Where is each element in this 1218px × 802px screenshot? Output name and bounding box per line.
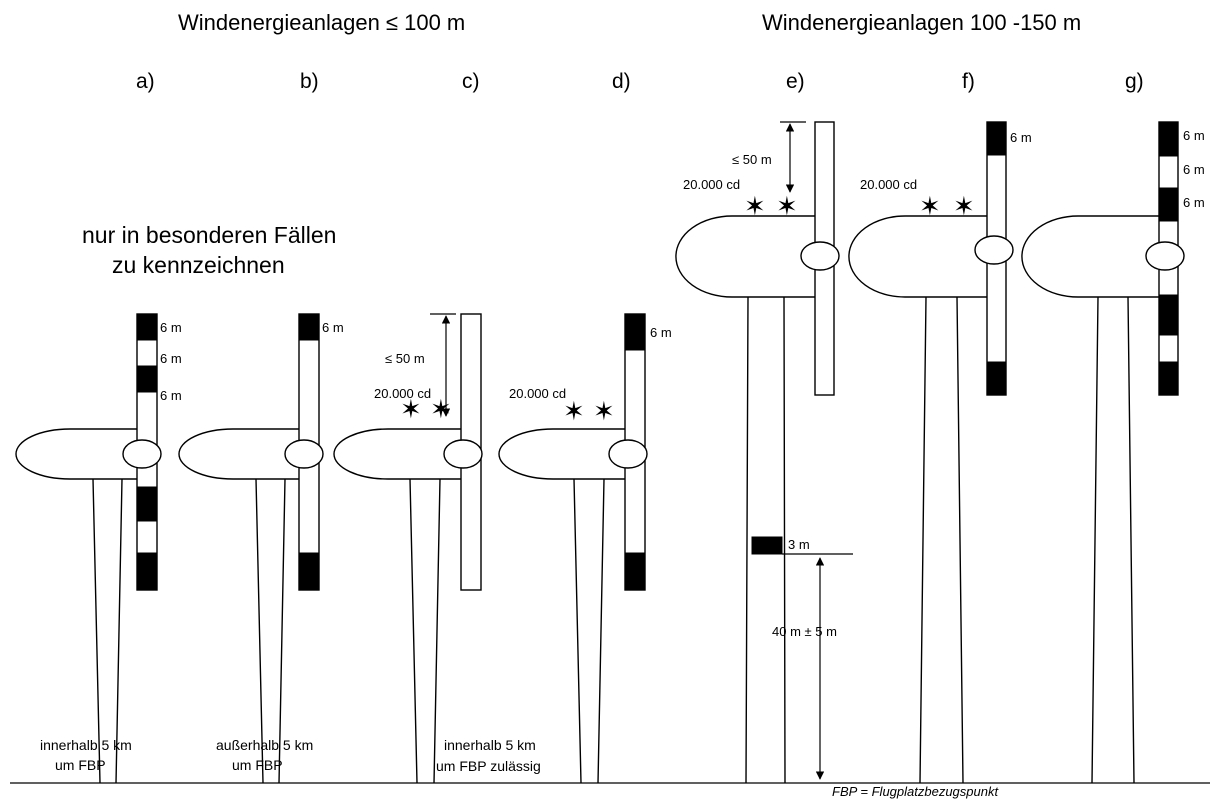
dim-6m: 6 m [160, 388, 182, 403]
dim-6m: 6 m [1010, 130, 1032, 145]
dim-candela: 20.000 cd [509, 386, 566, 401]
hub [608, 439, 648, 469]
footnote: FBP = Flugplatzbezugspunkt [832, 784, 999, 799]
paint-band [136, 486, 158, 522]
dim-candela: 20.000 cd [683, 177, 740, 192]
paint-band [624, 552, 646, 591]
paint-band [986, 361, 1007, 396]
turbine-a: 6 m 6 m 6 m [15, 313, 182, 784]
dim-le50: ≤ 50 m [732, 152, 772, 167]
header-right: Windenergieanlagen 100 -150 m [762, 10, 1081, 35]
turbine-e: 3 m 40 m ± 5 m ✶ ✶ ≤ 50 m 20.000 cd [675, 121, 853, 784]
dim-6m: 6 m [1183, 162, 1205, 177]
turbine-c: ✶ ✶ ≤ 50 m 20.000 cd [333, 313, 483, 784]
turbine-b: 6 m [178, 313, 344, 784]
note-line-1: nur in besonderen Fällen [82, 222, 336, 248]
dim-3m: 3 m [788, 537, 810, 552]
caption-a-line1: innerhalb 5 km [40, 737, 132, 753]
paint-band [624, 313, 646, 351]
hub [974, 235, 1014, 265]
dim-6m: 6 m [650, 325, 672, 340]
paint-band [136, 365, 158, 393]
caption-a-line2: um FBP [55, 757, 106, 773]
obstruction-light-star: ✶ [593, 396, 615, 426]
paint-band [298, 313, 320, 341]
note-line-2: zu kennzeichnen [112, 252, 285, 278]
paint-band [1158, 187, 1179, 222]
caption-b-line1: außerhalb 5 km [216, 737, 313, 753]
hub [1145, 241, 1185, 271]
paint-band [298, 552, 320, 591]
turbine-d: ✶ ✶ 6 m 20.000 cd [498, 313, 672, 784]
paint-band [136, 313, 158, 341]
paint-band [986, 121, 1007, 156]
label-d: d) [612, 70, 631, 93]
hub [443, 439, 483, 469]
paint-band [1158, 294, 1179, 336]
dim-6m: 6 m [1183, 195, 1205, 210]
obstruction-light-star: ✶ [953, 191, 975, 221]
obstruction-light-star: ✶ [776, 191, 798, 221]
tower [573, 478, 605, 784]
paint-band [136, 552, 158, 591]
obstruction-light-star: ✶ [430, 394, 452, 424]
caption-b-line2: um FBP [232, 757, 283, 773]
tower [92, 478, 123, 784]
hub [284, 439, 324, 469]
tower [919, 296, 964, 784]
turbine-g: 6 m 6 m 6 m [1021, 121, 1205, 784]
tower-paint-band [751, 536, 783, 555]
obstruction-light-star: ✶ [744, 191, 766, 221]
nacelle [1021, 215, 1163, 298]
hub [800, 241, 840, 271]
tower [255, 478, 286, 784]
nacelle [848, 215, 990, 298]
tower [1091, 296, 1135, 784]
dim-6m: 6 m [160, 351, 182, 366]
label-f: f) [962, 70, 975, 93]
nacelle [178, 428, 311, 480]
tower [745, 296, 786, 784]
dim-candela: 20.000 cd [860, 177, 917, 192]
nacelle [498, 428, 631, 480]
obstruction-light-star: ✶ [400, 394, 422, 424]
label-c: c) [462, 70, 480, 93]
caption-cd-line2: um FBP zulässig [436, 758, 541, 774]
paint-band [1158, 121, 1179, 157]
nacelle [675, 215, 817, 298]
dim-candela: 20.000 cd [374, 386, 431, 401]
nacelle [333, 428, 465, 480]
header-left: Windenergieanlagen ≤ 100 m [178, 10, 465, 35]
obstruction-light-star: ✶ [919, 191, 941, 221]
dim-6m: 6 m [1183, 128, 1205, 143]
obstruction-light-star: ✶ [563, 396, 585, 426]
dim-6m: 6 m [160, 320, 182, 335]
label-b: b) [300, 70, 319, 93]
hub [122, 439, 162, 469]
nacelle [15, 428, 148, 480]
dim-40m: 40 m ± 5 m [772, 624, 837, 639]
caption-cd-line1: innerhalb 5 km [444, 737, 536, 753]
paint-band [1158, 361, 1179, 396]
label-g: g) [1125, 70, 1144, 93]
label-e: e) [786, 70, 805, 93]
turbine-f: ✶ ✶ 6 m 20.000 cd [848, 121, 1032, 784]
label-a: a) [136, 70, 155, 93]
dim-6m: 6 m [322, 320, 344, 335]
tower [409, 478, 441, 784]
dim-le50: ≤ 50 m [385, 351, 425, 366]
